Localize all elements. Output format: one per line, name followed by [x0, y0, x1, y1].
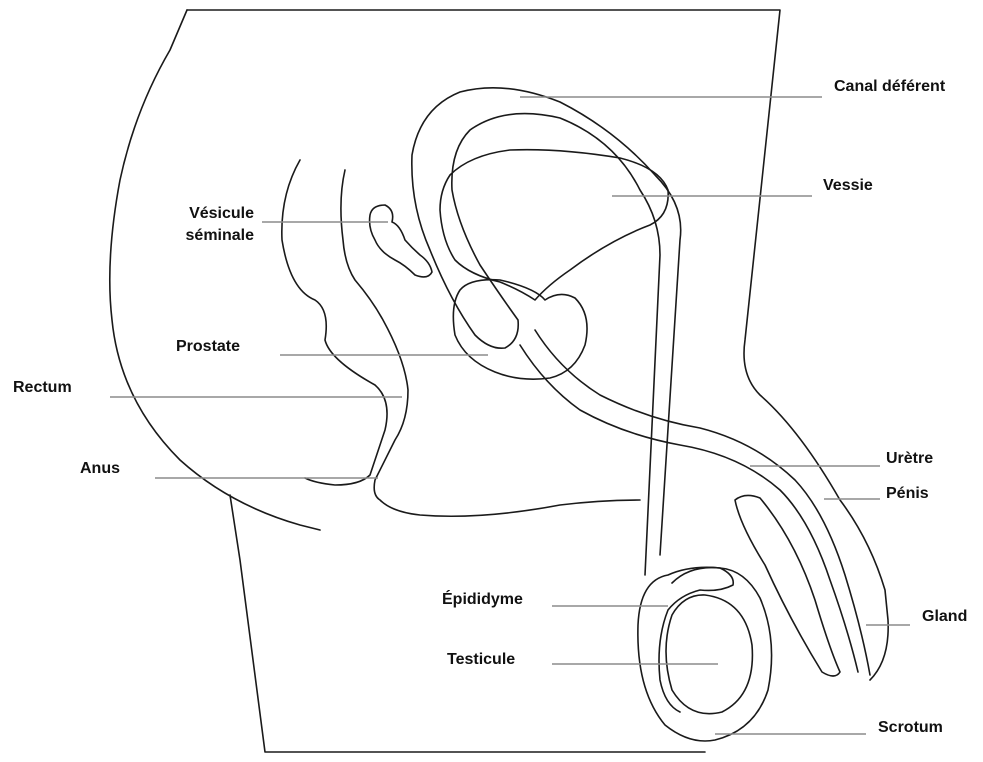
vas-deferens-outer — [412, 88, 681, 575]
label-epididyme: Épididyme — [442, 590, 523, 610]
label-rectum: Rectum — [13, 378, 72, 398]
label-testicule: Testicule — [447, 650, 515, 670]
label-scrotum: Scrotum — [878, 718, 943, 738]
buttock-outline — [110, 10, 320, 530]
testicle-outline — [666, 595, 752, 714]
rectum-outline — [282, 160, 387, 485]
label-uretre: Urètre — [886, 449, 933, 469]
label-vesicule-line1: Vésicule — [140, 204, 254, 224]
label-vessie: Vessie — [823, 176, 873, 196]
body-outline-back — [187, 10, 888, 680]
label-canal-deferent: Canal déférent — [834, 77, 945, 97]
bladder-outline — [440, 150, 668, 300]
label-penis: Pénis — [886, 484, 929, 504]
label-gland: Gland — [922, 607, 967, 627]
epididymis-outline — [659, 568, 733, 712]
thigh-outline — [230, 495, 705, 752]
label-prostate: Prostate — [176, 337, 240, 357]
seminal-vesicle-outline — [370, 205, 432, 277]
prostate-outline — [453, 280, 587, 379]
label-vesicule-line2: séminale — [140, 226, 254, 246]
urethra-outer — [520, 345, 858, 672]
label-anus: Anus — [80, 459, 120, 479]
scrotum-outline — [638, 567, 772, 741]
